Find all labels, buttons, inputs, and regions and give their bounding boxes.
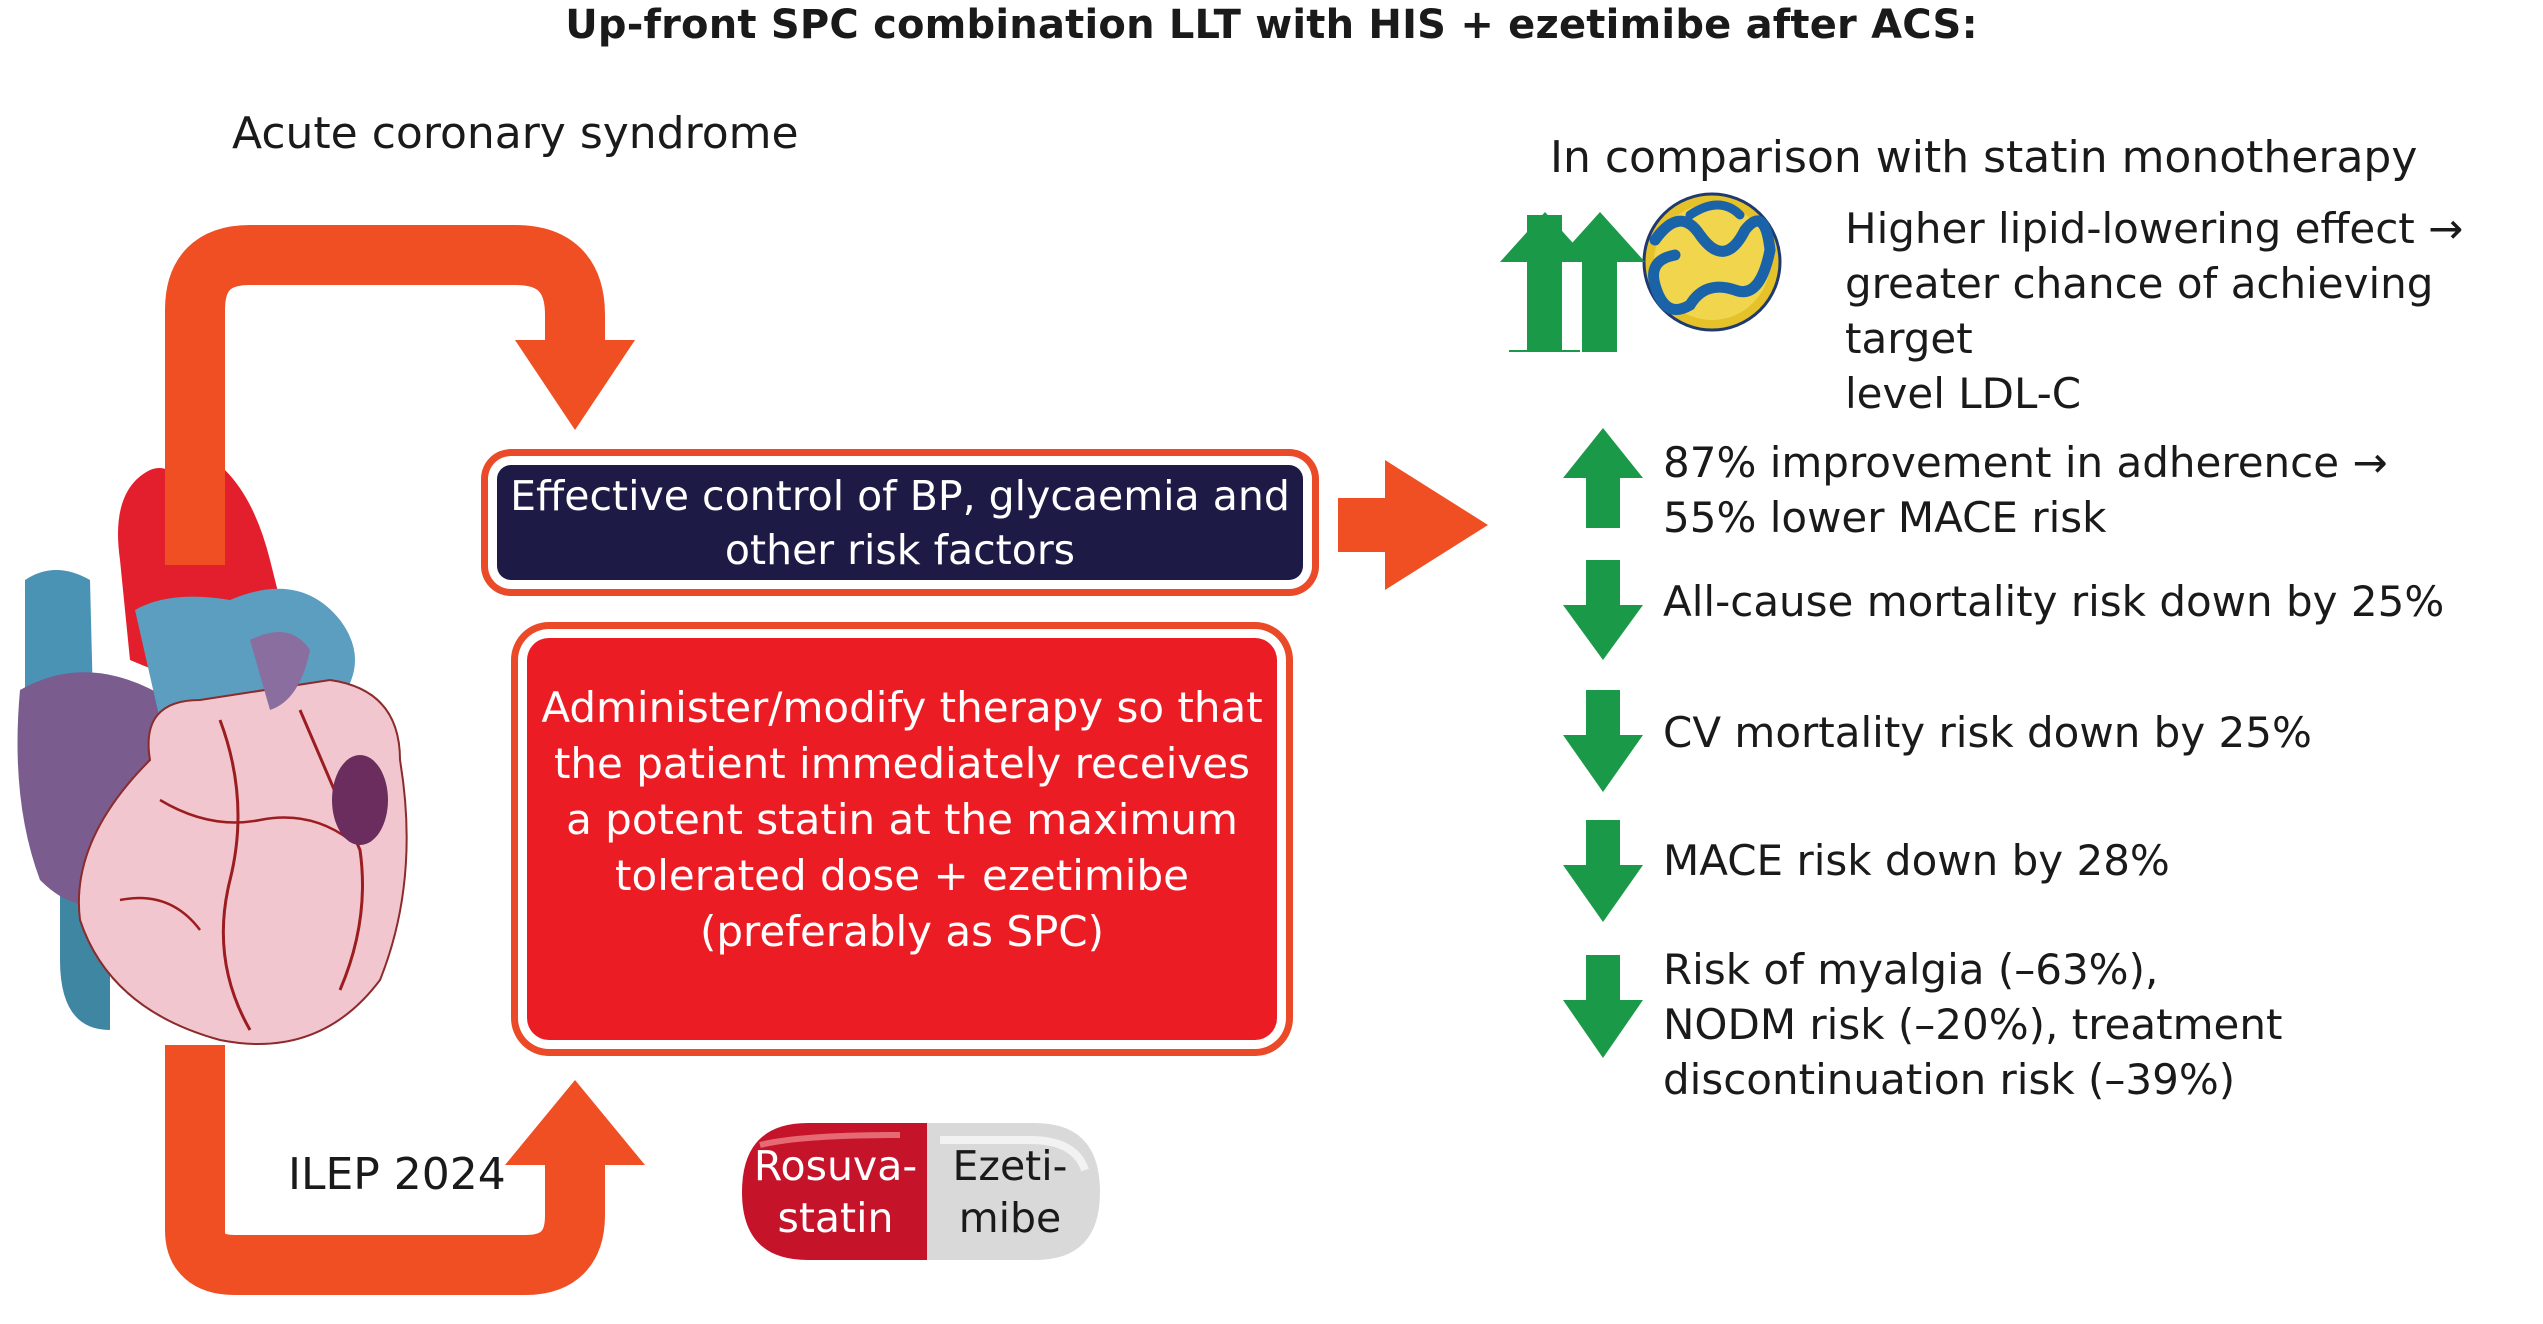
therapy-box-line: tolerated dose + ezetimibe [615,851,1189,900]
outcome-item: Risk of myalgia (–63%), NODM risk (–20%)… [1663,942,2282,1107]
flow-arrowhead-top [515,340,635,430]
outcome-line: NODM risk (–20%), treatment [1663,1000,2283,1049]
outcome-line: greater chance of achieving target [1845,259,2434,363]
source-label: ILEP 2024 [288,1149,506,1200]
control-box-line: other risk factors [724,525,1076,574]
down-arrow-icon [1563,955,1643,1058]
outcome-line: All-cause mortality risk down by 25% [1663,577,2445,626]
therapy-box-line: the patient immediately receives [553,739,1251,788]
comparison-header: In comparison with statin monotherapy [1550,132,2418,183]
heart-icon [17,468,408,1045]
up-arrow-icon [1563,428,1643,528]
pill-label-right: Ezeti- mibe [930,1140,1090,1244]
flow-arrow-bottom [165,1045,605,1295]
green-arrows [1500,212,1645,1058]
flow-arrow-right-shaft [1338,498,1390,552]
figure-title: Up-front SPC combination LLT with HIS + … [565,2,1978,48]
control-box: Effective control of BP, glycaemia and o… [497,465,1303,580]
acs-label: Acute coronary syndrome [232,108,799,159]
outcome-line: discontinuation risk (–39%) [1663,1055,2236,1104]
pill-label-left-line: statin [777,1194,894,1242]
flow-arrowhead-right [1385,460,1488,590]
pill-label-left: Rosuva- statin [748,1140,923,1244]
therapy-box: Administer/modify therapy so that the pa… [527,638,1277,1040]
outcome-item: CV mortality risk down by 25% [1663,705,2312,760]
outcome-line: level LDL-C [1845,369,2082,418]
ldl-particle-icon [1642,192,1782,332]
up-arrow-icon [1555,212,1645,352]
pill-label-right-line: Ezeti- [952,1142,1068,1190]
outcome-line: 55% lower MACE risk [1663,493,2107,542]
outcome-line: CV mortality risk down by 25% [1663,708,2312,757]
flow-arrow-top [165,225,605,565]
outcome-line: MACE risk down by 28% [1663,836,2170,885]
outcome-line: Risk of myalgia (–63%), [1663,945,2159,994]
up-arrow-icon [1500,212,1590,352]
pill-label-right-line: mibe [958,1194,1062,1242]
pill-label-left-line: Rosuva- [753,1142,918,1190]
outcome-item: MACE risk down by 28% [1663,833,2170,888]
flow-arrowhead-bottom [505,1080,645,1165]
outcome-line: 87% improvement in adherence → [1663,438,2388,487]
outcome-item: 87% improvement in adherence → 55% lower… [1663,435,2388,545]
therapy-box-line: Administer/modify therapy so that [541,683,1263,732]
down-arrow-icon [1563,820,1643,922]
therapy-box-line: a potent statin at the maximum [566,795,1238,844]
outcome-item: Higher lipid-lowering effect → greater c… [1845,201,2543,421]
outcome-item: All-cause mortality risk down by 25% [1663,574,2444,629]
therapy-box-line: (preferably as SPC) [699,907,1105,956]
down-arrow-icon [1563,560,1643,660]
down-arrow-icon [1563,690,1643,792]
control-box-line: Effective control of BP, glycaemia and [510,471,1290,520]
pill-icon [742,1123,1100,1260]
outcome-line: Higher lipid-lowering effect → [1845,204,2464,253]
